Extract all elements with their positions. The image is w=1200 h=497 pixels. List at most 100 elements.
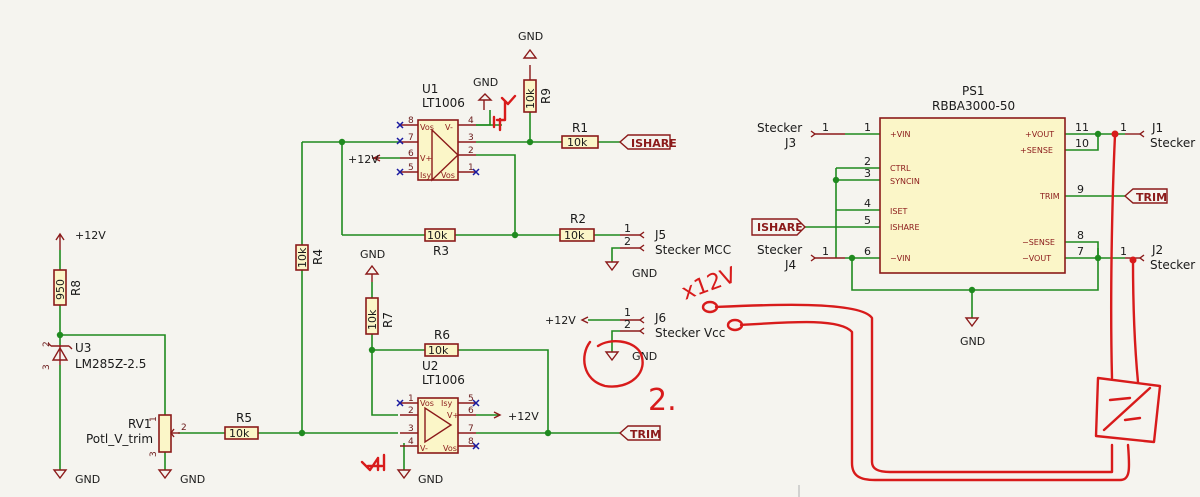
ps1-pin-num: 2 <box>864 155 871 168</box>
ink-cable <box>1131 258 1140 384</box>
junction-dot <box>1094 130 1102 138</box>
junction-dot <box>832 176 840 184</box>
j6-pin2: 2 <box>624 318 631 331</box>
r2-value: 10k <box>564 229 585 242</box>
u1-ref: U1 <box>422 82 438 96</box>
u1-pin-vplus: V+ <box>420 154 432 163</box>
plus12v-label: +12V <box>508 410 539 423</box>
resistor-r2[interactable]: R2 10k <box>559 212 595 242</box>
power-12v-symbol: +12V <box>348 153 381 166</box>
ps1-pin-name: ISET <box>890 207 907 216</box>
ink-number: 2. <box>648 383 677 418</box>
ink-box <box>1102 386 1152 432</box>
connector-j4[interactable]: 1 Stecker J4 <box>757 243 845 272</box>
r7-ref: R7 <box>381 312 395 328</box>
resistor-r5[interactable]: R5 10k <box>224 411 259 440</box>
junction-dot <box>848 254 856 262</box>
gnd-label: GND <box>960 335 985 348</box>
j4-value: Stecker <box>757 243 802 257</box>
resistor-r4[interactable]: 10k R4 <box>295 244 325 271</box>
u2-pin5: 5 <box>468 394 474 404</box>
gnd-label: GND <box>518 30 543 43</box>
junction-dot <box>968 286 976 294</box>
resistor-r6[interactable]: R6 10k <box>424 328 459 357</box>
u2-pin7: 7 <box>468 424 474 434</box>
resistor-r8[interactable]: 950 R8 <box>53 269 83 306</box>
trimmer-rv1[interactable]: 1 2 3 RV1 Potl_V_trim <box>86 414 187 457</box>
u3-ref: U3 <box>75 341 91 355</box>
j1-ref: J1 <box>1151 121 1163 135</box>
resistor-r1[interactable]: R1 10k <box>561 121 599 149</box>
gnd-label: GND <box>360 248 385 261</box>
ink-dot <box>1111 130 1119 138</box>
gnd-label: GND <box>632 267 657 280</box>
power-12v-symbol: +12V <box>545 314 589 327</box>
ps1-pin-num: 1 <box>864 121 871 134</box>
no-connect-marker <box>472 399 480 407</box>
r4-value: 10k <box>296 247 309 268</box>
ps1-pin-num: 3 <box>864 167 871 180</box>
j4-pin: 1 <box>822 245 829 258</box>
ink-scribble <box>360 453 386 472</box>
ps1-pin-name: +SENSE <box>1020 146 1053 155</box>
resistor-r3[interactable]: 10k R3 <box>424 228 456 258</box>
u3-pin3: 3 <box>42 364 52 370</box>
connector-j2[interactable]: 1 J2 Stecker <box>1120 243 1195 272</box>
j2-pin: 1 <box>1120 245 1127 258</box>
no-connect-marker <box>396 121 404 129</box>
r5-value: 10k <box>229 427 250 440</box>
global-label-trim-u2[interactable]: TRIM <box>618 425 661 441</box>
opamp-u2[interactable]: U2 LT1006 Vos Isy V+ V- Vos 1 2 3 4 5 6 … <box>396 359 480 454</box>
handwritten-annotations: 2. x12V <box>360 94 1162 482</box>
u2-pin2: 2 <box>408 406 414 416</box>
u1-pin1: 1 <box>468 163 474 173</box>
ps1-pin-name: −VIN <box>890 254 911 263</box>
resistor-r9[interactable]: 10k R9 <box>523 79 553 113</box>
junctions <box>56 130 1102 437</box>
j5-ref: J5 <box>654 228 666 242</box>
gnd-symbol: GND <box>604 261 657 280</box>
u1-pin8: 8 <box>408 116 414 126</box>
u1-pin-vos-r: Vos <box>441 171 455 180</box>
global-label-ishare-ps1[interactable]: ISHARE <box>751 218 806 236</box>
opamp-u1[interactable]: U1 LT1006 Vos V- V+ Isy Vos 8 7 6 5 4 3 … <box>396 82 480 182</box>
ink-scribble <box>492 115 502 132</box>
connector-j3[interactable]: 1 Stecker J3 <box>757 121 845 150</box>
r6-ref: R6 <box>434 328 450 342</box>
r1-ref: R1 <box>572 121 588 135</box>
u1-pin-vos-l: Vos <box>420 123 434 132</box>
j5-pin2: 2 <box>624 235 631 248</box>
no-connect-marker <box>472 168 480 176</box>
gnd-label: GND <box>473 76 498 89</box>
ps1-value: RBBA3000-50 <box>932 99 1015 113</box>
j2-value: Stecker <box>1150 258 1195 272</box>
power-module-ps1[interactable]: PS1 RBBA3000-50 1 +VIN 2 CTRL 3 SYNCIN 4… <box>864 84 1089 274</box>
j3-ref: J3 <box>784 136 796 150</box>
u2-pin-vos-l: Vos <box>420 399 434 408</box>
ps1-pin-num: 10 <box>1075 137 1089 150</box>
gnd-label: GND <box>75 473 100 486</box>
u2-pin4: 4 <box>408 437 414 447</box>
ink-dot <box>1129 256 1137 264</box>
j2-ref: J2 <box>1151 243 1163 257</box>
u2-value: LT1006 <box>422 373 465 387</box>
gnd-symbol: GND <box>52 469 100 486</box>
connector-j5[interactable]: 1 2 J5 Stecker MCC <box>620 222 731 257</box>
r9-value: 10k <box>524 88 537 109</box>
trim-label: TRIM <box>1136 191 1167 204</box>
global-label-ishare-r1[interactable]: ISHARE <box>618 134 677 150</box>
connector-j6[interactable]: 1 2 J6 Stecker Vcc <box>620 306 725 340</box>
power-12v-symbol: +12V <box>493 410 539 423</box>
ps1-pin-name: −SENSE <box>1022 238 1055 247</box>
resistor-r7[interactable]: 10k R7 <box>365 297 395 335</box>
ps1-pin-name: −VOUT <box>1022 254 1051 263</box>
connector-j1[interactable]: 1 J1 Stecker <box>1120 121 1195 150</box>
rv1-ref: RV1 <box>128 417 152 431</box>
ps1-pin-name: CTRL <box>890 164 911 173</box>
r8-ref: R8 <box>69 280 83 296</box>
global-label-trim-ps1[interactable]: TRIM <box>1123 188 1168 204</box>
j4-ref: J4 <box>784 258 796 272</box>
no-connect-marker <box>396 137 404 145</box>
voltage-reference-u3[interactable]: 2 3 U3 LM285Z-2.5 <box>42 341 146 371</box>
